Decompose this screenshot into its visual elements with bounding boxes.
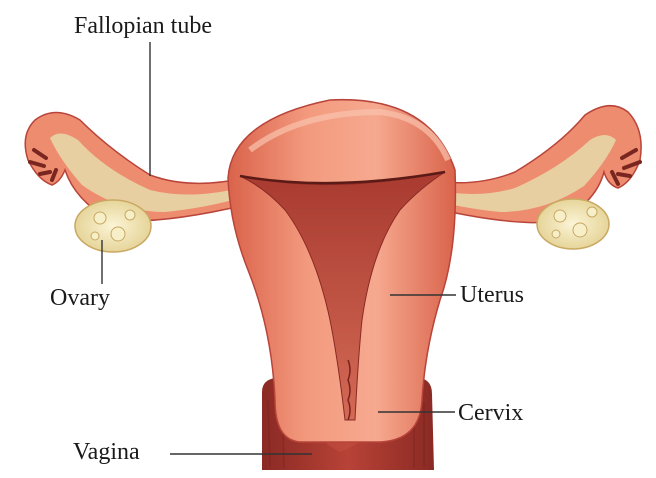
left-ovary xyxy=(75,200,151,252)
right-ovary xyxy=(537,199,609,249)
label-cervix: Cervix xyxy=(458,401,523,425)
label-fallopian-tube: Fallopian tube xyxy=(74,14,212,38)
label-vagina: Vagina xyxy=(73,440,140,464)
label-ovary: Ovary xyxy=(50,286,110,310)
label-uterus: Uterus xyxy=(460,283,524,307)
